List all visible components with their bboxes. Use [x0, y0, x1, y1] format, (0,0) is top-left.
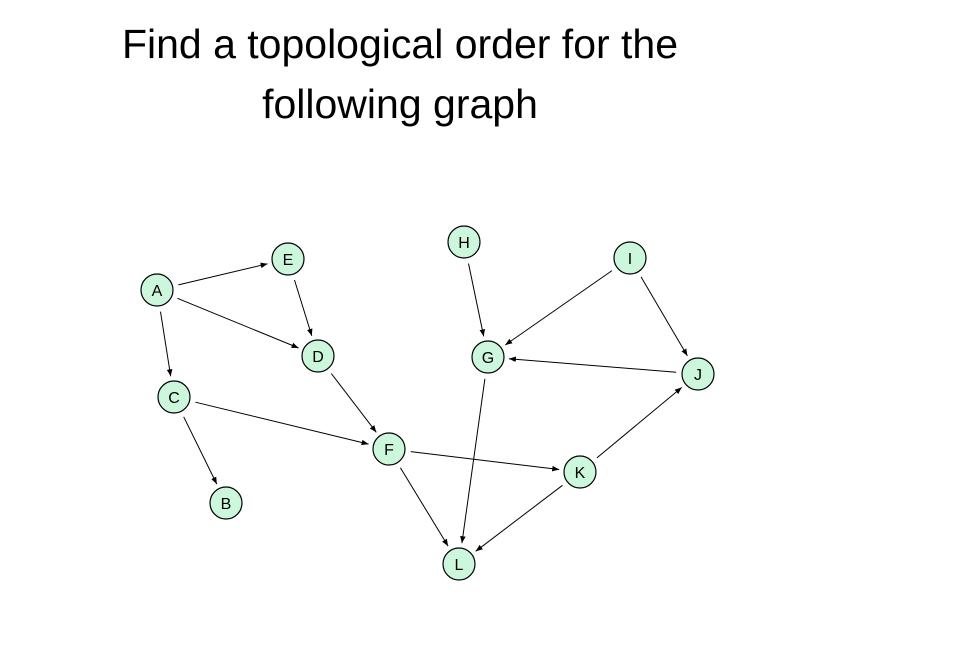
- edge-a-to-e: [178, 262, 268, 286]
- edge-a-to-c: [160, 311, 173, 377]
- edge-h-to-g: [468, 263, 486, 337]
- node-label-k: K: [575, 465, 586, 482]
- edge-a-to-d: [177, 297, 299, 349]
- node-i: I: [613, 241, 647, 275]
- node-label-c: C: [168, 390, 180, 407]
- node-circle-d: [301, 339, 335, 373]
- node-c: C: [157, 380, 191, 414]
- edge-g-to-l: [460, 378, 486, 544]
- node-circle-b: [209, 486, 243, 520]
- slide-title: Find a topological order for the followi…: [0, 14, 800, 134]
- node-label-g: G: [482, 350, 494, 367]
- node-circle-i: [613, 241, 647, 275]
- edge-k-to-j: [596, 387, 683, 459]
- node-circle-f: [372, 432, 406, 466]
- node-circle-l: [442, 547, 476, 581]
- edge-i-to-j: [640, 276, 688, 357]
- edge-f-to-k: [410, 451, 560, 472]
- node-label-l: L: [455, 557, 464, 574]
- node-label-a: A: [152, 283, 163, 300]
- node-b: B: [209, 486, 243, 520]
- edge-i-to-g: [504, 270, 613, 346]
- edge-f-to-l: [399, 467, 449, 547]
- node-circle-c: [157, 380, 191, 414]
- node-d: D: [301, 339, 335, 373]
- edge-j-to-g: [508, 356, 677, 373]
- node-label-b: B: [221, 496, 232, 513]
- nodes-layer: A B C D E F G H I J K L: [140, 225, 715, 581]
- node-circle-a: [140, 273, 174, 307]
- node-circle-g: [471, 340, 505, 374]
- edges-layer: [160, 262, 688, 552]
- node-g: G: [471, 340, 505, 374]
- node-j: J: [681, 357, 715, 391]
- node-f: F: [372, 432, 406, 466]
- node-label-h: H: [458, 235, 470, 252]
- node-k: K: [563, 455, 597, 489]
- node-circle-h: [447, 225, 481, 259]
- edge-e-to-d: [294, 279, 313, 337]
- node-label-i: I: [628, 251, 632, 268]
- title-line-1: Find a topological order for the: [121, 21, 679, 67]
- node-label-e: E: [283, 252, 294, 269]
- node-label-f: F: [384, 442, 394, 459]
- node-circle-k: [563, 455, 597, 489]
- node-a: A: [140, 273, 174, 307]
- title-line-2: following graph: [262, 81, 538, 127]
- node-circle-j: [681, 357, 715, 391]
- node-label-d: D: [312, 349, 324, 366]
- edge-k-to-l: [475, 484, 563, 552]
- node-h: H: [447, 225, 481, 259]
- node-l: L: [442, 547, 476, 581]
- node-e: E: [271, 242, 305, 276]
- node-label-j: J: [694, 367, 702, 384]
- node-circle-e: [271, 242, 305, 276]
- edge-c-to-f: [195, 401, 369, 446]
- edge-d-to-f: [330, 373, 377, 433]
- edge-c-to-b: [183, 416, 218, 485]
